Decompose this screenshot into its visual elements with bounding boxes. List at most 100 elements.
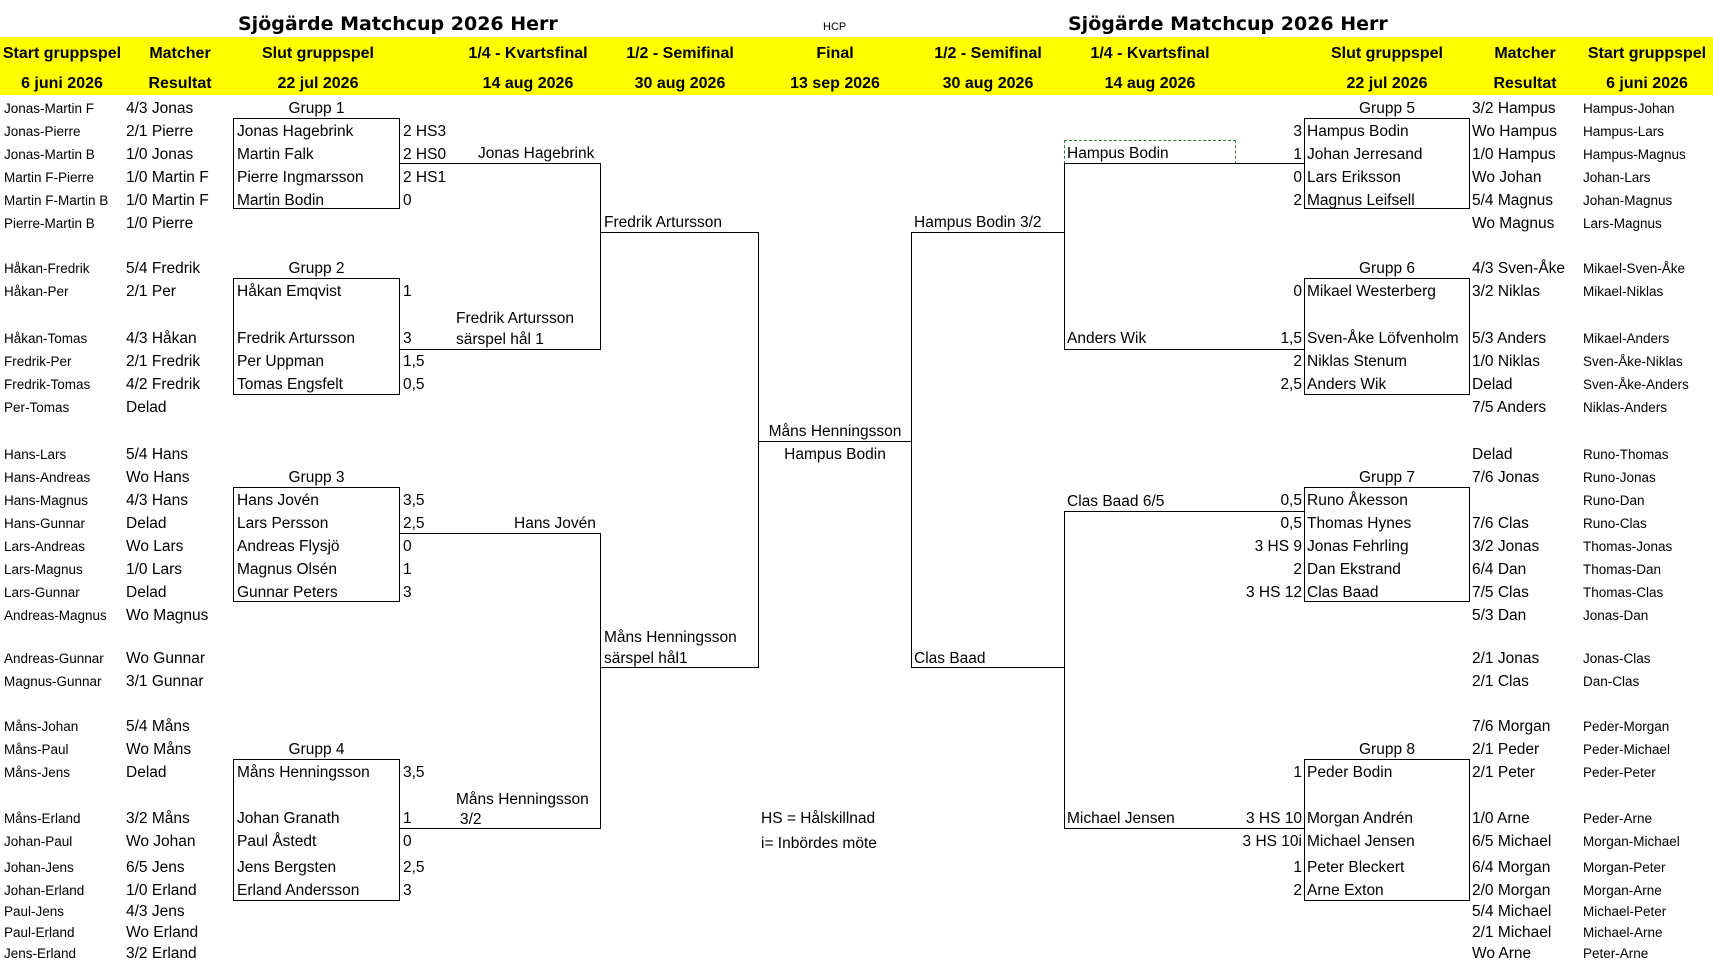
match-pair: Hans-Gunnar <box>4 516 86 531</box>
match-result: Delad <box>1472 446 1513 463</box>
right-qf-winner-1: Hampus Bodin <box>1067 145 1169 162</box>
group-score: 3 <box>403 584 412 601</box>
right-sf-winner-1: Hampus Bodin 3/2 <box>914 214 1042 231</box>
right-qf-winner-2: Anders Wik <box>1067 330 1147 347</box>
group-score: 0,5 <box>1280 492 1302 509</box>
group-score: 1 <box>1293 764 1302 781</box>
match-pair: Per-Tomas <box>4 400 70 415</box>
group-score: 1 <box>1293 859 1302 876</box>
group-title: Grupp 7 <box>1358 469 1415 486</box>
match-pair: Fredrik-Tomas <box>4 377 91 392</box>
match-result: Wo Johan <box>1472 169 1542 186</box>
header-date-4: 30 aug 2026 <box>634 75 726 92</box>
right-sf-winner-2: Clas Baad <box>914 650 986 667</box>
match-result: 4/3 Hans <box>126 492 189 509</box>
qf-winner-2: Fredrik Artursson <box>456 310 575 327</box>
match-pair: Morgan-Peter <box>1583 860 1666 875</box>
match-result: 2/1 Clas <box>1472 673 1529 690</box>
match-result: 4/2 Fredrik <box>126 376 201 393</box>
match-pair: Peder-Morgan <box>1583 719 1670 734</box>
match-result: 1/0 Pierre <box>126 215 194 232</box>
match-result: Delad <box>126 584 167 601</box>
group-box <box>233 487 400 602</box>
match-result: 2/1 Per <box>126 283 176 300</box>
match-pair: Johan-Magnus <box>1583 193 1673 208</box>
group-score: 2 HS1 <box>403 169 447 186</box>
group-player: Thomas Hynes <box>1307 515 1412 532</box>
match-pair: Niklas-Anders <box>1583 400 1668 415</box>
group-player: Måns Henningsson <box>237 764 370 781</box>
final-player-1: Måns Henningsson <box>768 423 902 440</box>
match-result: 7/6 Clas <box>1472 515 1529 532</box>
match-result: 3/2 Måns <box>126 810 190 827</box>
match-result: Wo Gunnar <box>126 650 205 667</box>
match-result: 7/5 Clas <box>1472 584 1529 601</box>
match-result: Wo Johan <box>126 833 196 850</box>
group-score: 0 <box>1293 283 1302 300</box>
group-title: Grupp 4 <box>288 741 345 758</box>
header-date-10: 6 juni 2026 <box>1606 75 1688 92</box>
match-pair: Jens-Erland <box>4 946 77 961</box>
group-score: 3,5 <box>403 492 425 509</box>
match-pair: Hampus-Lars <box>1583 124 1665 139</box>
qf-winner-2-note: särspel hål 1 <box>456 331 544 348</box>
match-result: 3/2 Niklas <box>1472 283 1541 300</box>
header-label-6: 1/2 - Semifinal <box>934 45 1042 62</box>
match-result: 4/3 Sven-Åke <box>1472 260 1566 277</box>
group-score: 1 <box>403 561 412 578</box>
group-player: Andreas Flysjö <box>237 538 340 555</box>
bracket-line <box>911 667 1065 668</box>
match-result: 5/3 Anders <box>1472 330 1547 347</box>
group-score: 3 HS 10i <box>1242 833 1302 850</box>
group-score: 3 <box>1293 123 1302 140</box>
match-result: 5/3 Dan <box>1472 607 1527 624</box>
match-pair: Peter-Arne <box>1583 946 1649 961</box>
group-player: Håkan Emqvist <box>237 283 342 300</box>
match-pair: Mikael-Anders <box>1583 331 1670 346</box>
match-result: 2/0 Morgan <box>1472 882 1551 899</box>
group-box <box>1304 487 1470 602</box>
header-label-8: Slut gruppspel <box>1331 45 1443 62</box>
match-result: Wo Måns <box>126 741 192 758</box>
match-pair: Mikael-Niklas <box>1583 284 1664 299</box>
match-pair: Jonas-Pierre <box>4 124 81 139</box>
header-date-3: 14 aug 2026 <box>482 75 574 92</box>
group-player: Jens Bergsten <box>237 859 337 876</box>
bracket-line <box>400 163 601 164</box>
group-score: 2 HS3 <box>403 123 447 140</box>
match-pair: Peder-Peter <box>1583 765 1656 780</box>
match-result: 2/1 Pierre <box>126 123 194 140</box>
group-box <box>1304 118 1470 209</box>
qf-winner-1: Jonas Hagebrink <box>478 145 595 162</box>
header-label-0: Start gruppspel <box>2 45 122 62</box>
match-result: Delad <box>126 764 167 781</box>
group-player: Peter Bleckert <box>1307 859 1405 876</box>
group-title: Grupp 1 <box>288 100 345 117</box>
match-result: 6/5 Michael <box>1472 833 1552 850</box>
match-pair: Måns-Johan <box>4 719 79 734</box>
match-pair: Morgan-Michael <box>1583 834 1680 849</box>
group-score: 3 <box>403 882 412 899</box>
match-pair: Lars-Andreas <box>4 539 86 554</box>
match-result: 2/1 Fredrik <box>126 353 201 370</box>
match-pair: Hampus-Magnus <box>1583 147 1686 162</box>
match-pair: Martin F-Martin B <box>4 193 109 208</box>
match-pair: Andreas-Magnus <box>4 608 107 623</box>
match-pair: Jonas-Martin F <box>4 101 95 116</box>
match-result: 2/1 Peter <box>1472 764 1535 781</box>
bracket-line <box>400 349 601 350</box>
header-label-4: 1/2 - Semifinal <box>626 45 734 62</box>
bracket-line <box>1064 163 1304 164</box>
group-score: 0 <box>403 833 412 850</box>
match-result: 4/3 Jonas <box>126 100 194 117</box>
header-label-5: Final <box>816 45 854 62</box>
match-result: Wo Magnus <box>1472 215 1555 232</box>
group-score: 3 HS 10 <box>1245 810 1302 827</box>
bracket-line <box>400 828 601 829</box>
match-result: Wo Magnus <box>126 607 209 624</box>
match-result: 5/4 Måns <box>126 718 190 735</box>
group-score: 2,5 <box>1280 376 1302 393</box>
header-label-2: Slut gruppspel <box>262 45 374 62</box>
group-player: Pierre Ingmarsson <box>237 169 364 186</box>
group-player: Lars Eriksson <box>1307 169 1401 186</box>
